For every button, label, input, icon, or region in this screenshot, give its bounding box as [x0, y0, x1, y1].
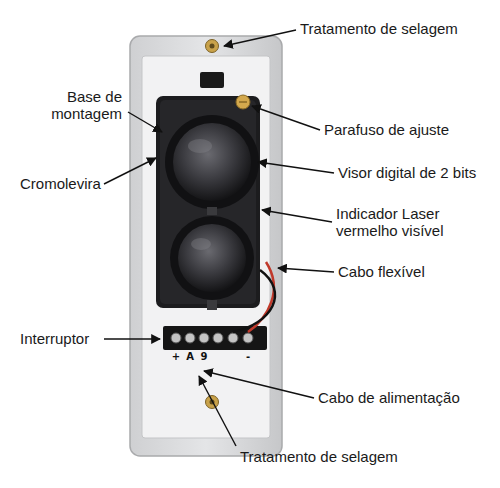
part-label: Parafuso de ajuste [324, 121, 449, 138]
part-label: Tratamento de selagem [300, 20, 458, 37]
terminal-label: + [172, 351, 180, 363]
terminal-label: - [246, 351, 250, 363]
terminal-label: A [186, 351, 194, 363]
part-label: Cabo flexível [338, 263, 425, 280]
part-label: Interruptor [20, 330, 89, 347]
sensor-module [156, 72, 260, 310]
part-label: Base de montagem [30, 88, 122, 122]
leader-lines [104, 30, 334, 446]
housing [130, 36, 282, 456]
part-label: Cabo de alimentação [318, 389, 460, 406]
part-label: Cromolevira [20, 175, 101, 192]
part-label: Visor digital de 2 bits [338, 164, 476, 181]
part-label: Indicador Laser vermelho visível [336, 205, 461, 239]
cables [233, 262, 275, 332]
terminal-label: 9 [201, 351, 208, 363]
part-label: Tratamento de selagem [240, 448, 398, 465]
